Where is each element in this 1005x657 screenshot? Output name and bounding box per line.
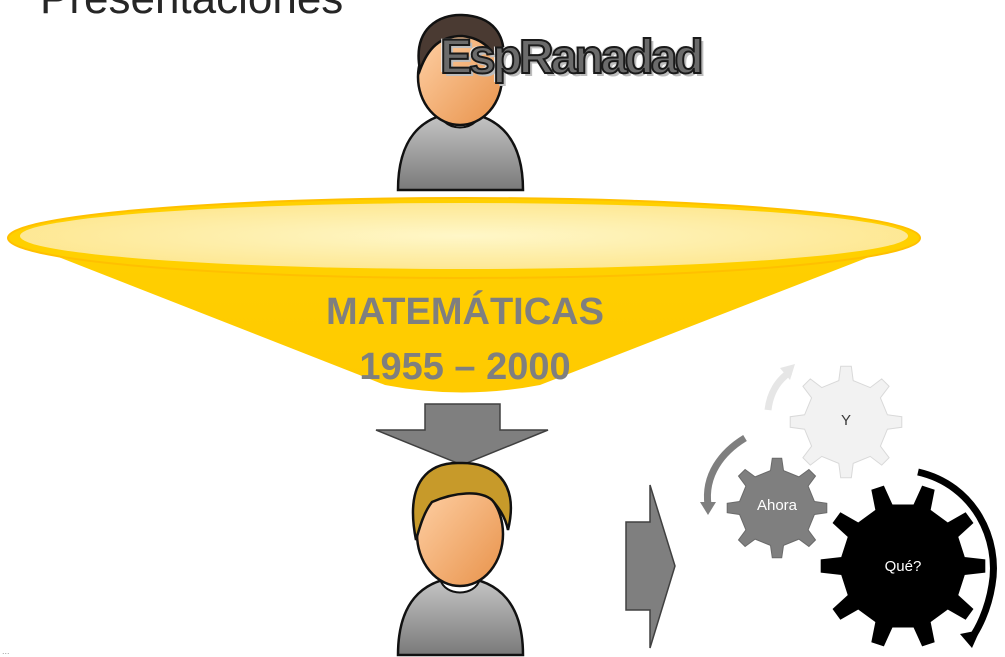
gear-label-que: Qué?: [884, 558, 922, 575]
footer-note: ...: [2, 646, 10, 656]
gear-label-y: Y: [840, 412, 851, 429]
gear-y-shape: [789, 365, 903, 479]
gear-label-ahora: Ahora: [756, 497, 798, 514]
gears-cycle-icon: [700, 364, 997, 648]
person-blond-hair-icon: [396, 461, 525, 657]
gear-ahora-shape: [726, 457, 828, 559]
overlay-word-text: EspRanadad: [439, 30, 705, 85]
down-arrow-icon: [375, 403, 549, 466]
gear-que-shape: [820, 485, 986, 647]
funnel-icon: [7, 197, 921, 393]
funnel-label-years: 1955 – 2000: [359, 346, 571, 388]
right-arrow-icon: [625, 484, 676, 649]
slide-title: Presentaciones: [40, 0, 343, 24]
funnel-label-subject: MATEMÁTICAS: [326, 291, 604, 333]
funnel-label: MATEMÁTICAS 1955 – 2000: [230, 285, 700, 395]
person-dark-hair-icon: [396, 13, 525, 192]
